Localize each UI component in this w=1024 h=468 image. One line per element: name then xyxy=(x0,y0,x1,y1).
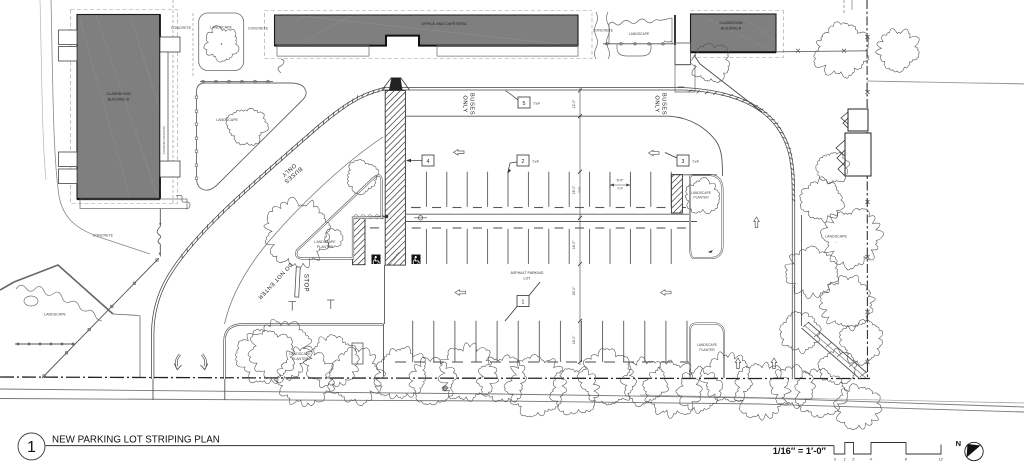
svg-text:LANDSCAPE: LANDSCAPE xyxy=(629,32,650,36)
svg-text:TYP: TYP xyxy=(692,160,700,164)
svg-text:PLANTER: PLANTER xyxy=(693,196,709,200)
svg-text:TYP: TYP xyxy=(578,187,582,193)
svg-text:CONCRETE: CONCRETE xyxy=(248,27,269,31)
svg-text:9′-0″: 9′-0″ xyxy=(617,179,625,183)
svg-text:1: 1 xyxy=(27,439,36,456)
svg-text:1: 1 xyxy=(522,300,525,306)
svg-text:*: * xyxy=(324,236,326,240)
svg-text:LANDSCAPE: LANDSCAPE xyxy=(216,118,238,122)
svg-text:4: 4 xyxy=(427,159,430,165)
svg-text:LANDSCAPE: LANDSCAPE xyxy=(697,343,718,347)
svg-text:LANDSCAPE: LANDSCAPE xyxy=(44,313,66,317)
svg-text:8′: 8′ xyxy=(905,458,908,462)
svg-text:CONCRETE: CONCRETE xyxy=(93,234,114,238)
svg-text:CLASSROOM: CLASSROOM xyxy=(720,21,743,25)
svg-text:LANDSCAPE: LANDSCAPE xyxy=(289,352,311,356)
svg-text:•: • xyxy=(836,241,837,244)
svg-text:PLANTER: PLANTER xyxy=(699,348,715,352)
svg-text:COVERED WALKWAY: COVERED WALKWAY xyxy=(162,126,166,155)
svg-text:LOT: LOT xyxy=(524,277,532,281)
svg-text:BUSES: BUSES xyxy=(468,93,474,115)
svg-text:BUILDING D: BUILDING D xyxy=(108,98,130,102)
svg-text:BUSES: BUSES xyxy=(660,93,666,115)
svg-text:CLASSROOM: CLASSROOM xyxy=(106,92,130,96)
svg-text:1/16″ = 1′-0″: 1/16″ = 1′-0″ xyxy=(773,446,827,456)
svg-text:18′-0″: 18′-0″ xyxy=(572,335,576,344)
svg-text:LANDSCAPE: LANDSCAPE xyxy=(210,26,232,30)
svg-text:STOP: STOP xyxy=(303,274,309,292)
svg-text:TYP: TYP xyxy=(617,187,623,191)
svg-text:OFFICE AND CAFETERIA: OFFICE AND CAFETERIA xyxy=(421,22,467,26)
svg-text:2: 2 xyxy=(522,159,525,165)
svg-text:CONCRETE: CONCRETE xyxy=(593,29,614,33)
svg-text:CONCRETE: CONCRETE xyxy=(171,26,192,30)
svg-text:18′-0″: 18′-0″ xyxy=(572,185,576,194)
svg-text:18′-0″: 18′-0″ xyxy=(572,240,576,249)
svg-text:26′-0″: 26′-0″ xyxy=(572,286,576,295)
svg-text:ONLY: ONLY xyxy=(462,95,468,112)
svg-text:PLANTER: PLANTER xyxy=(317,245,334,249)
svg-text:ASPHALT PARKING: ASPHALT PARKING xyxy=(511,271,544,275)
svg-text:N: N xyxy=(956,439,961,448)
svg-text:PLANTER: PLANTER xyxy=(292,357,309,361)
svg-text:5: 5 xyxy=(523,101,526,107)
svg-text:4′: 4′ xyxy=(870,458,873,462)
svg-text:NEW PARKING LOT STRIPING PLAN: NEW PARKING LOT STRIPING PLAN xyxy=(52,435,220,446)
svg-text:LANDSCAPE: LANDSCAPE xyxy=(825,235,847,239)
svg-text:3: 3 xyxy=(682,159,685,165)
svg-text:LANDSCAPE: LANDSCAPE xyxy=(691,191,712,195)
svg-text:0: 0 xyxy=(834,458,836,462)
svg-text:12′-0″: 12′-0″ xyxy=(572,99,576,108)
svg-text:BUILDING B: BUILDING B xyxy=(721,27,742,31)
svg-text:1′: 1′ xyxy=(844,458,847,462)
svg-text:2′: 2′ xyxy=(852,458,855,462)
svg-text:12′: 12′ xyxy=(939,458,944,462)
svg-text:TYP: TYP xyxy=(532,160,540,164)
svg-text:ONLY: ONLY xyxy=(654,95,660,112)
svg-text:TYP: TYP xyxy=(533,102,541,106)
